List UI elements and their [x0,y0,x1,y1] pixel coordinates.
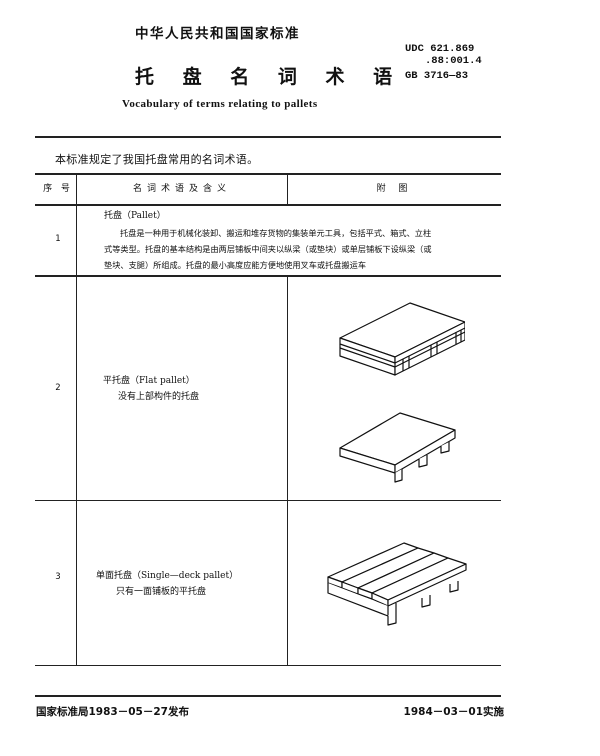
issue-date: 国家标准局1983－05－27发布 [36,706,189,718]
document-title: 托 盘 名 词 术 语 [135,66,404,88]
gb-standard-number: GB 3716—83 [405,70,469,82]
national-standard-heading: 中华人民共和国国家标准 [135,26,300,42]
term-name: 平托盘（Flat pallet） [103,376,195,386]
udc-line-2: .88:001.4 [425,55,482,67]
single-deck-pallet-illustration [327,542,467,626]
row-2-bottom-border [35,500,501,502]
term-name: 单面托盘（Single—deck pallet） [96,571,239,581]
term-definition-line: 垫块、支腿）所组成。托盘的最小高度应能方便地使用叉车或托盘搬运车 [104,260,367,270]
udc-classification: UDC 621.869 .88:001.4 [405,43,482,67]
row-3-bottom-border [35,665,501,667]
table-top-border [35,173,501,175]
column-header-figure: 附 图 [376,184,413,194]
column-divider-2-header [287,174,289,205]
column-header-term: 名词术语及含义 [132,184,231,194]
header-bottom-border [35,204,501,206]
column-divider-1 [76,174,78,665]
term-definition-line: 托盘是一种用于机械化装卸、搬运和堆存货物的集装单元工具，包括平式、箱式、立柱 [120,228,432,238]
row-number: 2 [55,383,61,393]
flat-pallet-block-illustration [339,412,456,483]
row-1-bottom-border [35,275,501,277]
udc-line-1: UDC 621.869 [405,43,475,55]
effective-date: 1984－03－01实施 [403,706,504,718]
flat-pallet-double-deck-illustration [339,302,465,376]
row-number: 1 [55,234,61,244]
column-header-number: 序 号 [43,184,73,194]
column-divider-2-body [287,275,289,665]
term-definition-line: 式等类型。托盘的基本结构是由两层铺板中间夹以纵梁（或垫块）或单层铺板下设纵梁（或 [104,244,432,254]
row-number: 3 [55,572,61,582]
term-definition-line: 没有上部构件的托盘 [118,392,200,402]
footer-divider [35,695,501,697]
header-divider [35,136,501,138]
document-subtitle: Vocabulary of terms relating to pallets [122,98,318,110]
intro-statement: 本标准规定了我国托盘常用的名词术语。 [55,153,259,166]
term-name: 托盘（Pallet） [104,211,166,221]
term-definition-line: 只有一面铺板的平托盘 [116,587,207,597]
